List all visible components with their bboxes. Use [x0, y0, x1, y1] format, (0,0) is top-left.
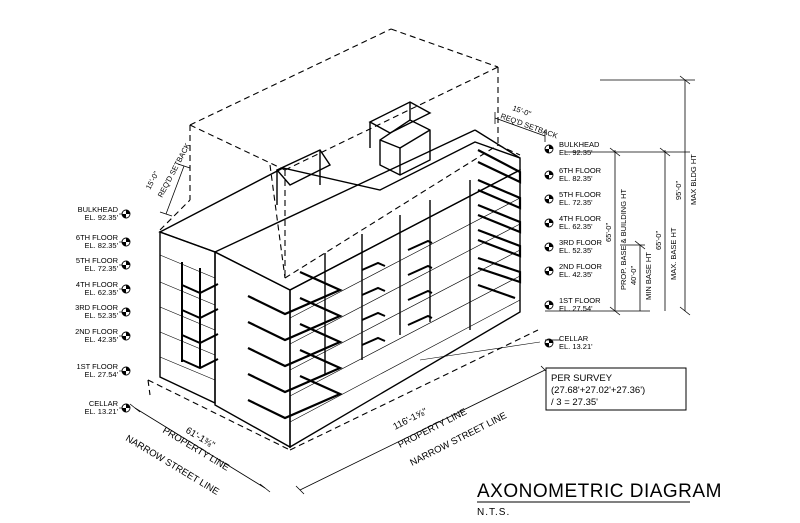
level-marker-icon	[121, 209, 131, 219]
level-elevation: EL. 27.54'	[559, 304, 593, 313]
height-dimensions	[545, 75, 695, 341]
survey-note-line1: PER SURVEY	[551, 373, 613, 384]
level-marker-icon	[121, 366, 131, 376]
level-elevation: EL. 27.54'	[84, 370, 118, 379]
level-name: 6TH FLOOR	[559, 166, 602, 175]
level-marker-icon	[121, 260, 131, 270]
level-marker-icon	[121, 284, 131, 294]
level-name: 1ST FLOOR	[559, 296, 601, 305]
max-base-value: 65'-0"	[654, 231, 663, 250]
level-marker-icon	[544, 338, 554, 348]
level-name: 3RD FLOOR	[559, 238, 603, 247]
center-balconies	[361, 239, 433, 346]
level-name: CELLAR	[89, 399, 119, 408]
diagram-title: AXONOMETRIC DIAGRAM	[477, 481, 722, 502]
setback-right-dimension: 15'-0" REQ'D SETBACK	[494, 103, 559, 142]
diagram-subtitle: N.T.S.	[477, 507, 510, 518]
level-elevation: EL. 82.35'	[559, 174, 593, 183]
west-balconies	[181, 262, 219, 370]
level-elevation: EL. 62.35'	[559, 222, 593, 231]
level-name: BULKHEAD	[559, 140, 600, 149]
level-elevation: EL. 52.35'	[559, 246, 593, 255]
level-elevation: EL. 82.35'	[84, 241, 118, 250]
front-balconies	[247, 270, 343, 420]
level-marker-icon	[544, 170, 554, 180]
level-name: 2ND FLOOR	[75, 327, 119, 336]
level-name: 1ST FLOOR	[76, 362, 118, 371]
level-marker-icon	[544, 218, 554, 228]
east-balconies	[477, 149, 522, 300]
survey-note-line2: (27.68'+27.02'+27.36')	[551, 385, 645, 396]
level-marker-icon	[544, 194, 554, 204]
level-name: BULKHEAD	[78, 205, 119, 214]
setback-left-label: REQ'D SETBACK	[156, 142, 192, 199]
building-mass	[158, 101, 521, 449]
level-elevation: EL. 13.21'	[559, 342, 593, 351]
level-elevation: EL. 42.35'	[84, 335, 118, 344]
level-marker-icon	[544, 266, 554, 276]
level-name: 5TH FLOOR	[559, 190, 602, 199]
min-base-label: MIN BASE HT	[644, 252, 653, 300]
level-elevation: EL. 62.35'	[84, 288, 118, 297]
level-name: 2ND FLOOR	[559, 262, 603, 271]
max-base-label: MAX. BASE HT	[669, 227, 678, 280]
level-name: 5TH FLOOR	[76, 256, 119, 265]
level-elevation: EL. 72.35'	[84, 264, 118, 273]
survey-note: PER SURVEY (27.68'+27.02'+27.36') / 3 = …	[419, 341, 687, 411]
level-marker-icon	[544, 242, 554, 252]
prop-base-value: 65'-0"	[604, 223, 613, 242]
level-name: CELLAR	[559, 334, 589, 343]
prop-base-label: PROP. BASE & BUILDING HT	[619, 188, 628, 290]
level-marker-icon	[121, 331, 131, 341]
level-elevation: EL. 52.35'	[84, 311, 118, 320]
level-marker-icon	[121, 237, 131, 247]
level-elevation: EL. 42.35'	[559, 270, 593, 279]
level-marker-icon	[121, 307, 131, 317]
level-elevation: EL. 92.35'	[84, 213, 118, 222]
level-marker-icon	[121, 403, 131, 413]
title-block: AXONOMETRIC DIAGRAM N.T.S.	[477, 481, 722, 518]
survey-note-line3: / 3 = 27.35'	[551, 397, 598, 408]
level-name: 6TH FLOOR	[76, 233, 119, 242]
max-bldg-label: MAX BLDG HT	[689, 154, 698, 205]
level-marker-icon	[544, 300, 554, 310]
max-bldg-value: 95'-0"	[674, 181, 683, 200]
property-right-dimension: 116'-1⅝" PROPERTY LINE NARROW STREET LIN…	[295, 365, 550, 495]
level-name: 4TH FLOOR	[559, 214, 602, 223]
level-name: 4TH FLOOR	[76, 280, 119, 289]
level-name: 3RD FLOOR	[75, 303, 119, 312]
height-dimension-labels: 65'-0" PROP. BASE & BUILDING HT 40'-0" M…	[604, 154, 698, 300]
floor-lines	[159, 197, 521, 423]
level-elevation: EL. 92.35'	[559, 148, 593, 157]
level-elevation: EL. 13.21'	[84, 407, 118, 416]
min-base-value: 40'-0"	[629, 266, 638, 285]
setback-left-dim: 15'-0"	[144, 170, 161, 191]
level-elevation: EL. 72.35'	[559, 198, 593, 207]
level-marker-icon	[544, 144, 554, 154]
property-left-dimension: 61'-1⅜" PROPERTY LINE NARROW STREET LINE	[123, 403, 271, 498]
